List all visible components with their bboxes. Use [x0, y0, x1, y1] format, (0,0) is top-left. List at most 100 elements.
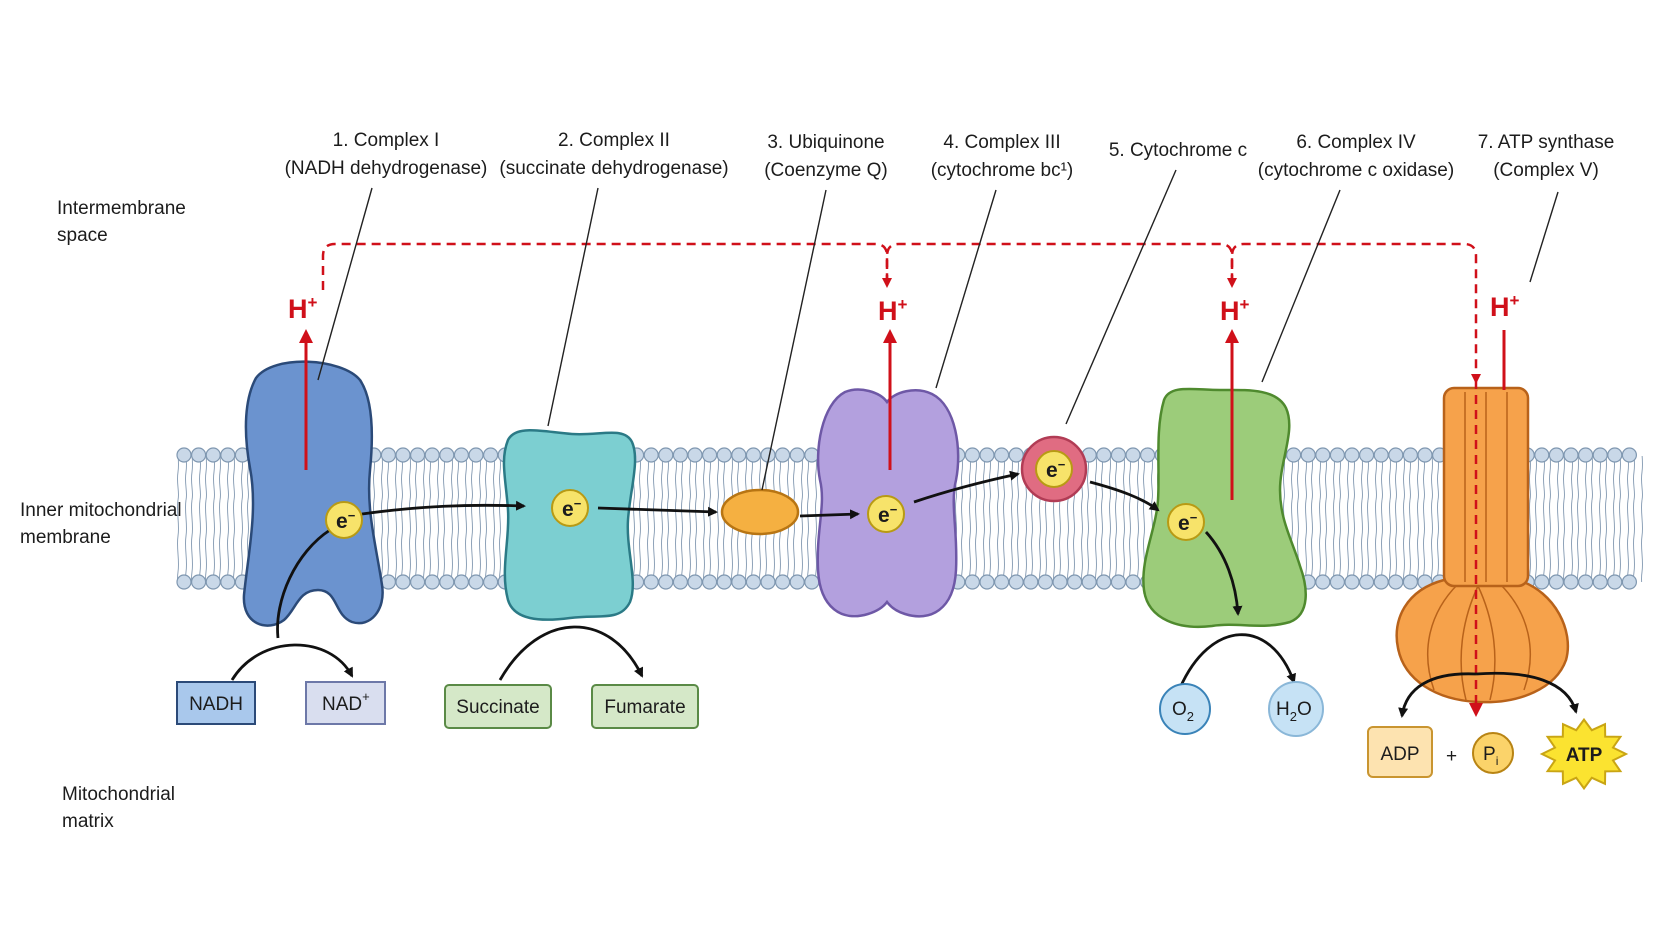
f1-subunit-line-2: [1477, 585, 1496, 701]
lipid-head: [731, 574, 747, 590]
lipid-head: [1358, 447, 1375, 463]
lipid-head: [1096, 447, 1112, 463]
matrix-label-line2: matrix: [62, 811, 114, 832]
lipid-head: [672, 574, 689, 590]
lipid-head: [410, 447, 426, 463]
lipid-head: [483, 447, 499, 463]
o2-to-h2o-arrow: [1178, 633, 1296, 689]
lipid-head: [1534, 574, 1550, 590]
lipid-head: [1592, 447, 1608, 463]
lipid-head: [701, 574, 718, 590]
h2o-circle: H2O: [1268, 681, 1324, 737]
component-titles: 1. Complex I (NADH dehydrogenase) 2. Com…: [285, 130, 1615, 181]
leader-complex-iii: [935, 189, 997, 389]
atp-synthase-f1-head: [1395, 578, 1570, 704]
complex-i: [242, 360, 384, 627]
lipid-head: [1008, 447, 1024, 463]
electron-arrow-q-3: [799, 509, 860, 520]
lipid-head: [1300, 447, 1316, 463]
electron-arrow-4-o2: [1204, 531, 1243, 616]
lipid-head: [424, 447, 440, 463]
nadh-label: NADH: [189, 694, 243, 715]
lipid-head: [1592, 574, 1608, 590]
lipid-head: [1329, 447, 1346, 463]
electron-arrow-2-q: [597, 506, 718, 517]
inner-membrane-label-line2: membrane: [20, 527, 111, 548]
electron-label-4: e−: [1046, 457, 1066, 482]
lipid-head: [979, 574, 995, 590]
lipid-head: [1607, 447, 1623, 463]
atp-synthase-subtitle: (Complex V): [1493, 160, 1599, 181]
h-plus-label-1: H+: [288, 293, 318, 324]
succinate-to-fumarate-arrow: [498, 625, 644, 681]
lipid-head: [439, 574, 455, 590]
lipid-head: [964, 447, 981, 463]
lipid-head: [1358, 574, 1375, 590]
intermembrane-label-line2: space: [57, 225, 108, 246]
lipid-head: [468, 574, 484, 590]
electron-label-1: e−: [336, 508, 356, 533]
lipid-head: [1329, 574, 1346, 590]
complex-ii-subtitle: (succinate dehydrogenase): [499, 158, 728, 179]
electron-label-3: e−: [878, 502, 898, 527]
nadh-to-nad-arrow: [230, 643, 354, 681]
complex-iii-subtitle: (cytochrome bc¹): [931, 160, 1074, 181]
proton-path-2: [885, 242, 1237, 288]
fumarate-box: Fumarate: [591, 684, 699, 729]
electron-arrow-nadh-1: [276, 528, 331, 639]
lipid-head: [1344, 447, 1360, 463]
lipid-head: [1125, 447, 1141, 463]
lipid-head: [687, 574, 703, 590]
lipid-head: [643, 447, 659, 463]
lipid-head: [804, 574, 820, 590]
adp-label: ADP: [1380, 744, 1419, 765]
lipid-head: [1577, 574, 1594, 590]
ubiquinone-title: 3. Ubiquinone: [767, 132, 884, 153]
complex-i-title: 1. Complex I: [333, 130, 440, 151]
lipid-head: [176, 447, 192, 463]
lipid-head: [1548, 447, 1565, 463]
intermembrane-label-line1: Intermembrane: [57, 198, 186, 219]
leader-atp-synthase: [1529, 191, 1559, 283]
lipid-head: [1008, 574, 1024, 590]
lipid-head: [1139, 447, 1156, 463]
lipid-head: [1110, 574, 1127, 590]
atp-label: ATP: [1566, 745, 1603, 766]
intermembrane-space-label: Intermembrane space: [57, 198, 191, 246]
fumarate-label: Fumarate: [604, 697, 685, 718]
to-atp-arrow: [1475, 671, 1579, 714]
lipid-head: [1096, 574, 1112, 590]
complex-iv: [1142, 387, 1307, 629]
lipid-head: [774, 447, 791, 463]
matrix-label-line1: Mitochondrial: [62, 784, 175, 805]
electron-complex-iv: e−: [1167, 503, 1205, 541]
leader-complex-i: [317, 187, 373, 381]
atp-synthase: [1395, 380, 1570, 717]
nad-label: NAD+: [322, 689, 370, 715]
electron-arrow-3-c: [913, 470, 1020, 504]
lipid-head: [1577, 447, 1594, 463]
lipid-head: [1081, 574, 1097, 590]
lipid-head: [1402, 447, 1419, 463]
electron-arrow-c-4: [1089, 480, 1160, 512]
lipid-head: [1563, 574, 1579, 590]
lipid-head: [643, 574, 659, 590]
lipid-head: [176, 574, 192, 590]
electron-complex-i: e−: [325, 501, 363, 539]
lipid-head: [1563, 447, 1579, 463]
lipid-head: [1373, 447, 1389, 463]
pi-label: Pi: [1483, 744, 1498, 768]
atp-star-shape: [1539, 717, 1629, 791]
lipid-head: [993, 574, 1010, 590]
h-plus-label-2: H+: [878, 295, 908, 326]
lipid-head: [395, 447, 411, 463]
lipid-head: [424, 574, 440, 590]
complex-iii-title: 4. Complex III: [943, 132, 1060, 153]
from-adp-arrow: [1398, 672, 1477, 718]
proton-pathways: [321, 242, 1481, 384]
adp-box: ADP: [1367, 726, 1433, 778]
succinate-label: Succinate: [456, 697, 539, 718]
complex-ii-title: 2. Complex II: [558, 130, 670, 151]
leader-complex-iv: [1261, 189, 1341, 383]
